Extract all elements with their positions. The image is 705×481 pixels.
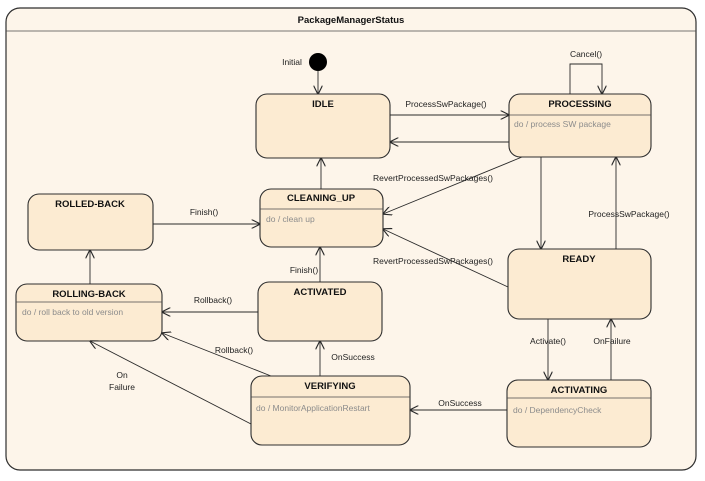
state-processing-title: PROCESSING <box>548 99 611 110</box>
state-ready[interactable]: READY <box>507 248 652 320</box>
state-cleaning-up-title: CLEANING_UP <box>287 193 356 204</box>
transition-ready-to-processing-label: ProcessSwPackage() <box>588 209 669 219</box>
initial-label: Initial <box>282 57 302 67</box>
transition-verifying-to-activated-label: OnSuccess <box>331 352 374 362</box>
state-processing-activity: do / process SW package <box>514 119 611 129</box>
state-rolling-back-activity: do / roll back to old version <box>22 307 123 317</box>
transition-idle-to-processing-label: ProcessSwPackage() <box>405 99 486 109</box>
state-cleaning-up[interactable]: CLEANING_UP do / clean up <box>259 188 384 248</box>
transition-cancel-label: Cancel() <box>570 49 602 59</box>
state-rolling-back[interactable]: ROLLING-BACK do / roll back to old versi… <box>15 283 163 342</box>
state-verifying-activity: do / MonitorApplicationRestart <box>256 403 371 413</box>
state-verifying[interactable]: VERIFYING do / MonitorApplicationRestart <box>250 375 411 446</box>
transition-ready-to-cleaning-up <box>383 229 509 288</box>
state-activating-activity: do / DependencyCheck <box>513 405 602 415</box>
state-idle[interactable]: IDLE <box>255 93 391 159</box>
state-rolled-back-title: ROLLED-BACK <box>55 199 125 210</box>
state-activated[interactable]: ACTIVATED <box>257 281 383 342</box>
transition-activated-to-rolling-back-label: Rollback() <box>194 295 232 305</box>
state-idle-title: IDLE <box>312 99 334 110</box>
transition-verifying-to-rolling-back-failure <box>90 341 252 425</box>
state-activating[interactable]: ACTIVATING do / DependencyCheck <box>506 379 652 448</box>
state-verifying-title: VERIFYING <box>304 381 355 392</box>
initial-pseudostate[interactable] <box>309 53 327 71</box>
transition-ready-to-activating-label: Activate() <box>530 336 566 346</box>
transition-activating-to-verifying-label: OnSuccess <box>438 398 481 408</box>
transition-cancel <box>569 63 602 94</box>
transition-verifying-to-rolling-back-rollback <box>162 333 272 377</box>
transition-processing-to-cleaning-up-label: RevertProcessedSwPackages() <box>373 173 493 183</box>
state-activating-title: ACTIVATING <box>551 385 608 396</box>
transition-processing-to-cleaning-up <box>383 156 523 214</box>
transition-verifying-to-rolling-back-failure-label-2: Failure <box>109 382 135 392</box>
transition-verifying-to-rolling-back-failure-label-1: On <box>116 370 128 380</box>
transition-verifying-to-rolling-back-rollback-label: Rollback() <box>215 345 253 355</box>
transition-activating-to-ready-label: OnFailure <box>593 336 631 346</box>
transition-ready-to-cleaning-up-label: RevertProcessedSwPackages() <box>373 256 493 266</box>
state-rolling-back-title: ROLLING-BACK <box>52 289 125 300</box>
state-rolled-back[interactable]: ROLLED-BACK <box>27 193 154 251</box>
state-activated-title: ACTIVATED <box>294 287 347 298</box>
state-processing[interactable]: PROCESSING do / process SW package <box>508 93 652 158</box>
transition-activated-to-cleaning-up-label: Finish() <box>290 265 319 275</box>
container-title: PackageManagerStatus <box>298 15 405 26</box>
transition-rolled-back-to-cleaning-up-label: Finish() <box>190 207 219 217</box>
state-ready-title: READY <box>562 254 596 265</box>
state-cleaning-up-activity: do / clean up <box>266 214 315 224</box>
